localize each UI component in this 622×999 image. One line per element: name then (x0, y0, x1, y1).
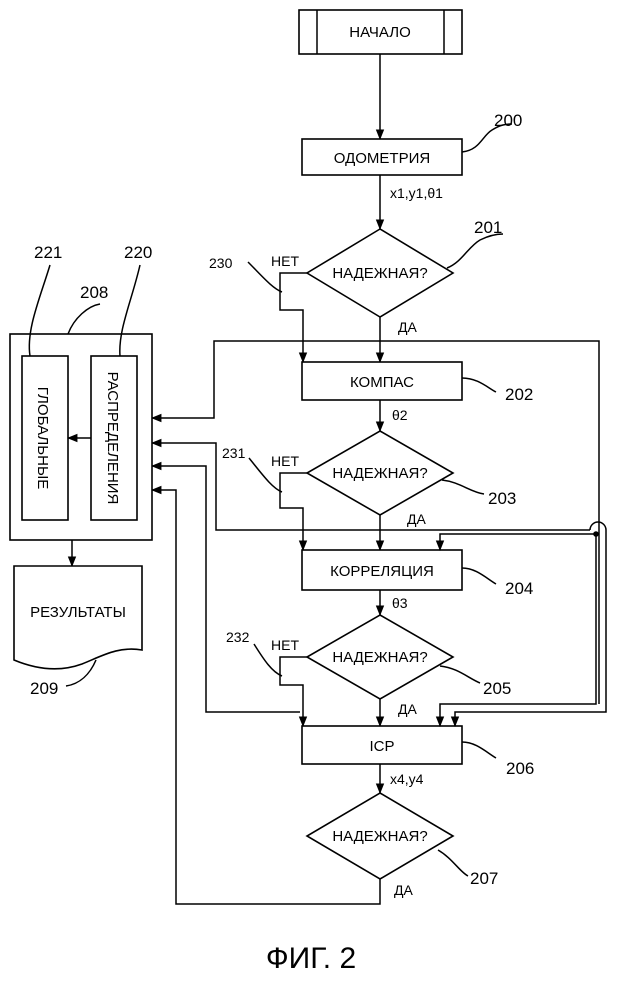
ref-204: 204 (505, 579, 533, 598)
ref-208: 208 (80, 283, 108, 302)
leader-205 (440, 666, 480, 683)
ref-231: 231 (222, 445, 246, 461)
ref-232: 232 (226, 629, 250, 645)
distributions-label: РАСПРЕДЕЛЕНИЯ (104, 372, 121, 505)
icp-label: ICP (369, 738, 394, 755)
decision-1-label: НАДЕЖНАЯ? (332, 265, 427, 282)
leader-208 (68, 304, 100, 334)
d3-no-label: НЕТ (271, 637, 299, 653)
arrow-d1-no (280, 273, 307, 362)
start-block: НАЧАЛО (299, 10, 462, 54)
ref-221: 221 (34, 243, 62, 262)
leader-204 (462, 568, 496, 584)
ref-209: 209 (30, 679, 58, 698)
compass-label: КОМПАС (350, 374, 414, 391)
d3-yes-label: ДА (398, 701, 417, 717)
output-odometry: x1,y1,θ1 (390, 185, 443, 201)
start-label: НАЧАЛО (349, 24, 411, 41)
global-label: ГЛОБАЛЬНЫЕ (34, 387, 51, 489)
storage-208: ГЛОБАЛЬНЫЕ РАСПРЕДЕЛЕНИЯ (10, 334, 152, 540)
odometry-box: ОДОМЕТРИЯ (302, 139, 462, 175)
output-compass: θ2 (392, 407, 408, 423)
correlation-label: КОРРЕЛЯЦИЯ (330, 563, 434, 580)
d2-yes-label: ДА (407, 511, 426, 527)
leader-202 (462, 378, 496, 392)
figure-caption: ФИГ. 2 (266, 942, 356, 975)
arrow-right-to-icp-b (455, 530, 606, 726)
ref-201: 201 (474, 218, 502, 237)
leader-203 (442, 480, 484, 494)
decision-3: НАДЕЖНАЯ? (307, 615, 453, 699)
arrow-d2-no (280, 473, 307, 550)
correlation-box: КОРРЕЛЯЦИЯ (302, 550, 462, 590)
odometry-label: ОДОМЕТРИЯ (334, 150, 430, 167)
ref-220: 220 (124, 243, 152, 262)
d1-no-label: НЕТ (271, 253, 299, 269)
ref-202: 202 (505, 385, 533, 404)
crossover-hop (590, 522, 606, 530)
d1-yes-label: ДА (398, 319, 417, 335)
ref-203: 203 (488, 489, 516, 508)
decision-4-label: НАДЕЖНАЯ? (332, 828, 427, 845)
ref-230: 230 (209, 255, 233, 271)
leader-206 (462, 742, 496, 758)
arrow-right-to-icp-a (440, 534, 596, 726)
ref-205: 205 (483, 679, 511, 698)
decision-4: НАДЕЖНАЯ? (307, 793, 453, 879)
compass-box: КОМПАС (302, 362, 462, 400)
decision-2-label: НАДЕЖНАЯ? (332, 465, 427, 482)
decision-3-label: НАДЕЖНАЯ? (332, 649, 427, 666)
ref-200: 200 (494, 111, 522, 130)
leader-207 (438, 850, 468, 876)
arrow-right-to-correlation (440, 534, 596, 550)
d4-yes-label: ДА (394, 882, 413, 898)
results-label: РЕЗУЛЬТАТЫ (30, 604, 126, 621)
results-document: РЕЗУЛЬТАТЫ (14, 566, 142, 669)
ref-207: 207 (470, 869, 498, 888)
arrow-d3-no (280, 657, 307, 726)
decision-2: НАДЕЖНАЯ? (307, 431, 453, 515)
leader-201 (447, 234, 503, 268)
arrow-feedback-d3-to-storage (152, 466, 300, 712)
decision-1: НАДЕЖНАЯ? (307, 229, 453, 317)
output-correlation: θ3 (392, 595, 408, 611)
ref-206: 206 (506, 759, 534, 778)
icp-box: ICP (302, 726, 462, 764)
d2-no-label: НЕТ (271, 453, 299, 469)
output-icp: x4,y4 (390, 771, 424, 787)
